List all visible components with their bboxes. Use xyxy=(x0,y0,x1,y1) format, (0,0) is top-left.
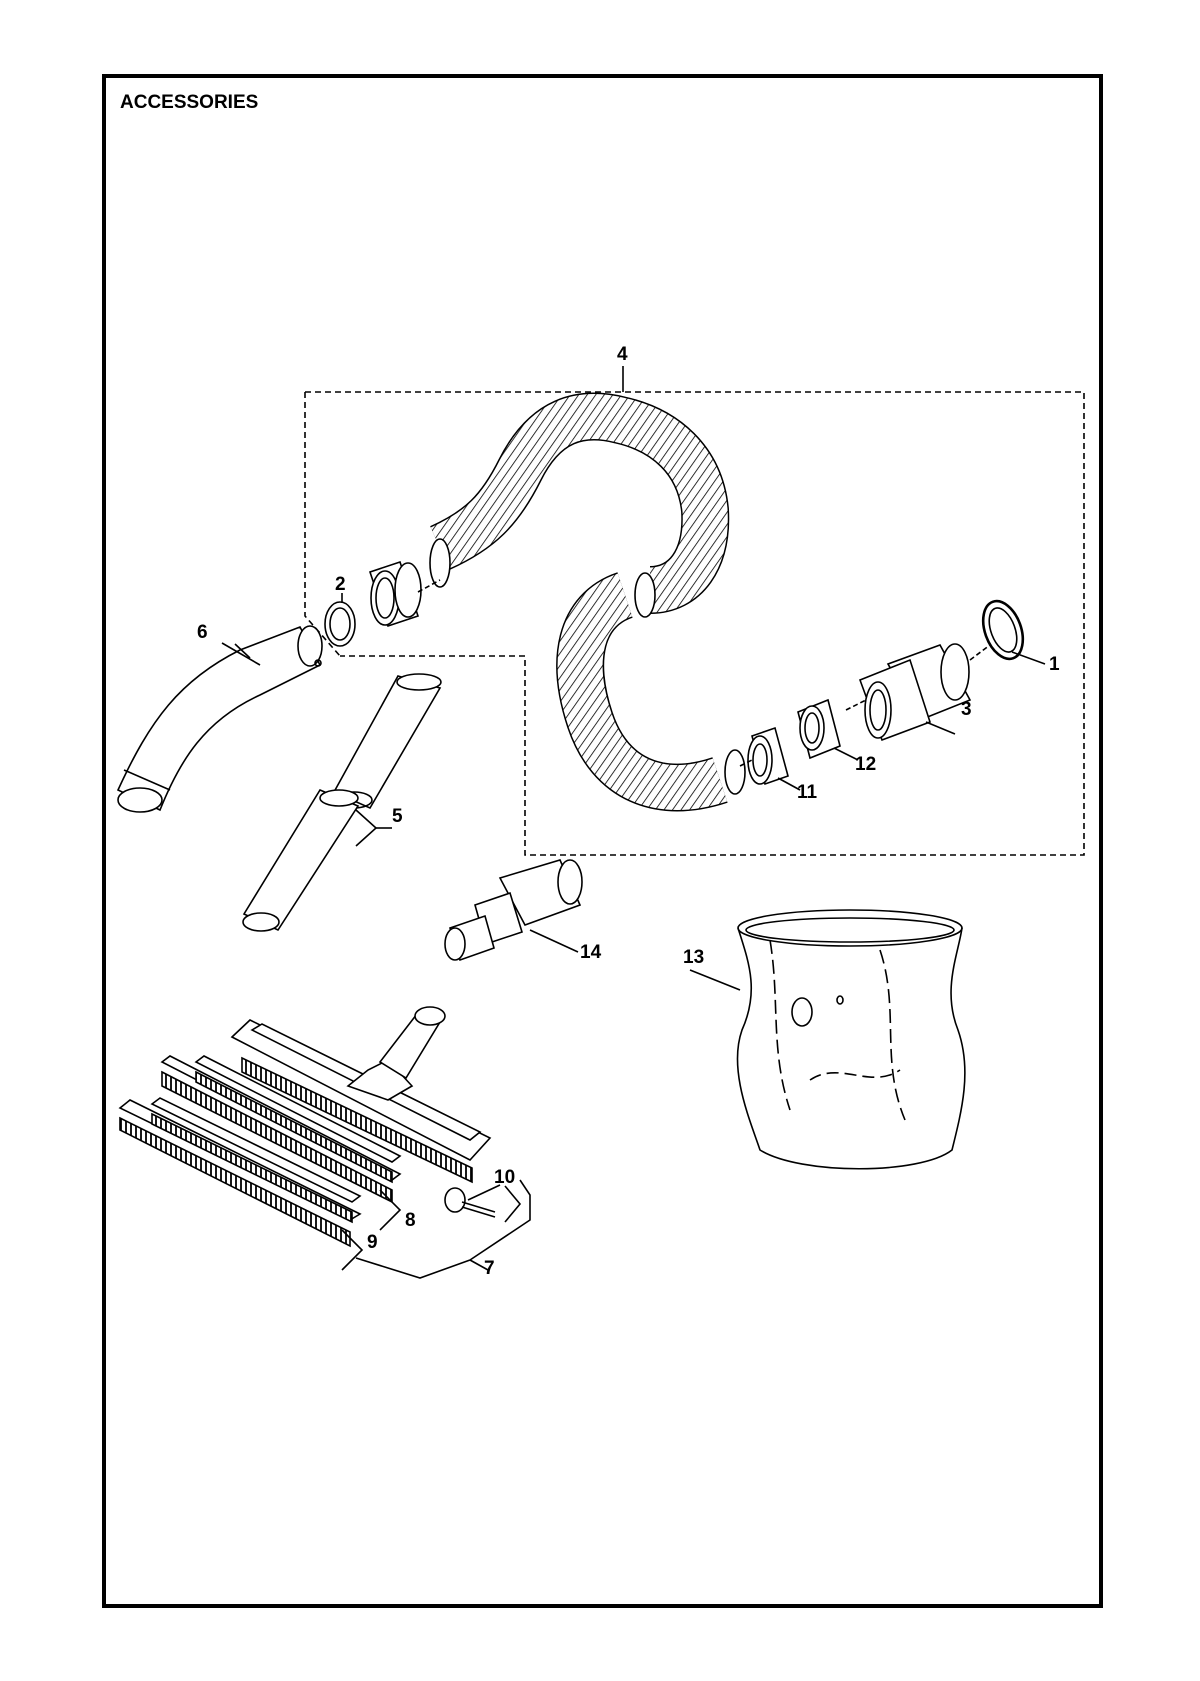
part-5-tube-lower xyxy=(242,788,392,932)
callout-13: 13 xyxy=(683,947,704,968)
callout-6: 6 xyxy=(197,622,208,643)
part-11-clip-connector xyxy=(739,726,801,791)
leader-line-6 xyxy=(234,643,251,659)
callout-2: 2 xyxy=(335,574,346,595)
part-1-ring xyxy=(969,599,1046,665)
callout-5: 5 xyxy=(392,806,403,827)
part-14-reducer-adapter xyxy=(444,859,583,962)
part-2-ring xyxy=(324,593,356,647)
part-5-tube-upper xyxy=(332,673,442,810)
callout-7: 7 xyxy=(484,1258,495,1279)
hose-kit-boundary xyxy=(304,366,1085,856)
callout-11: 11 xyxy=(797,782,818,803)
part-7-group-bracket xyxy=(355,1179,531,1279)
callout-12: 12 xyxy=(855,754,876,775)
part-12-ring-connector xyxy=(797,698,859,761)
part-3-adapter xyxy=(845,643,972,742)
part-7-floor-nozzle xyxy=(230,1006,492,1184)
diagram-frame xyxy=(102,74,1103,1608)
part-10-wheel xyxy=(444,1184,522,1223)
callout-14: 14 xyxy=(580,942,602,963)
callout-1: 1 xyxy=(1049,654,1060,675)
callout-9: 9 xyxy=(367,1232,378,1253)
page-title: ACCESSORIES xyxy=(120,92,259,113)
hose-upper-section xyxy=(429,392,730,614)
part-8-brush-strip xyxy=(160,1055,402,1231)
part-9-brush-strip xyxy=(118,1097,364,1271)
callout-4: 4 xyxy=(617,344,628,365)
part-13-filter-bag xyxy=(689,909,966,1170)
hose-cuff-connector xyxy=(368,560,441,628)
callout-3: 3 xyxy=(961,699,972,720)
callout-labels: 4 2 6 1 3 12 11 5 14 13 10 8 9 7 xyxy=(197,344,1060,1279)
part-6-curved-handle xyxy=(116,625,323,813)
callout-10: 10 xyxy=(494,1167,515,1188)
hose-lower-section xyxy=(556,572,746,812)
callout-8: 8 xyxy=(405,1210,416,1231)
